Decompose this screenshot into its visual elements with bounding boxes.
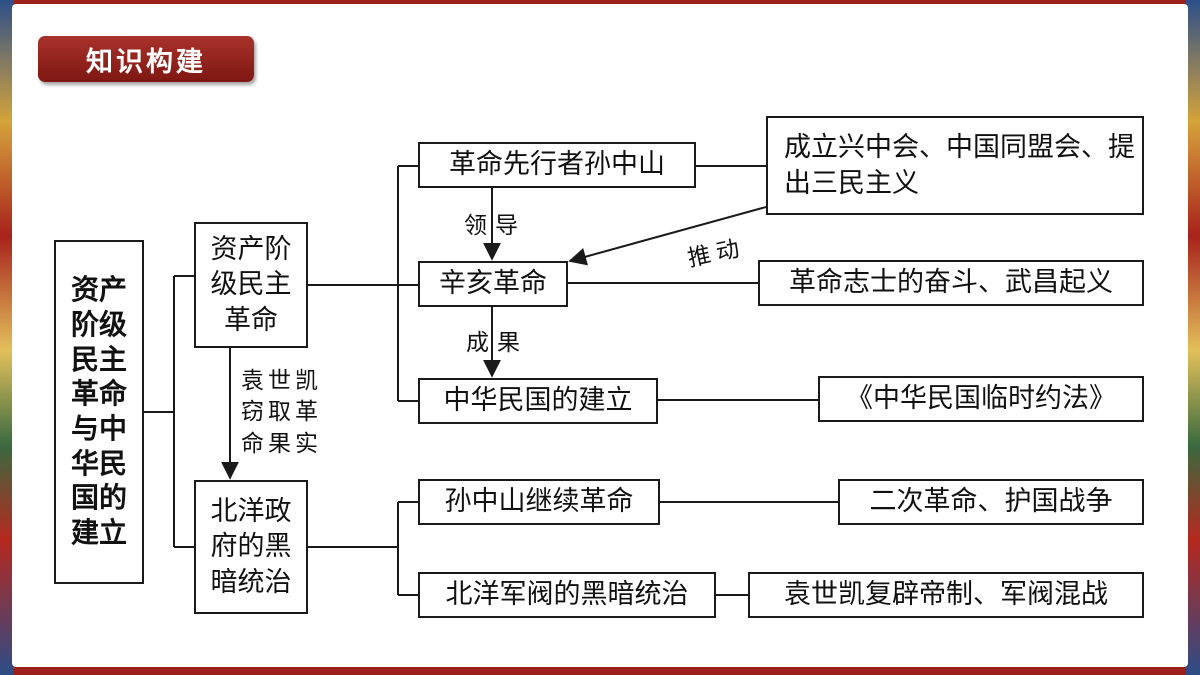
frame-right-strip <box>1186 0 1200 675</box>
edge-label-lead: 领导 <box>464 213 526 239</box>
detail-martyrs: 革命志士的奋斗、武昌起义 <box>758 260 1144 306</box>
detail-constitution: 《中华民国临时约法》 <box>818 376 1144 422</box>
section-title: 知识构建 <box>38 36 254 82</box>
edge-label-yuan: 袁世凯窃取革命果实 <box>241 368 322 457</box>
node-xinhai-revolution: 辛亥革命 <box>418 261 568 307</box>
arrow-push <box>568 206 767 266</box>
root-topic: 资产阶级民主革命与中华民国的建立 <box>54 240 144 584</box>
edge-label-result: 成果 <box>466 330 528 356</box>
node-roc-founding: 中华民国的建立 <box>418 378 658 424</box>
detail-second-revolution: 二次革命、护国战争 <box>838 479 1144 525</box>
node-sun-continues: 孙中山继续革命 <box>418 479 660 525</box>
branch-bourgeois-revolution: 资产阶级民主革命 <box>194 222 308 348</box>
detail-founding: 成立兴中会、中国同盟会、提出三民主义 <box>766 116 1144 215</box>
node-sun-yatsen: 革命先行者孙中山 <box>418 142 696 188</box>
detail-restoration: 袁世凯复辟帝制、军阀混战 <box>748 572 1144 618</box>
branch-beiyang-rule: 北洋政府的黑暗统治 <box>194 480 308 614</box>
node-warlord-rule: 北洋军阀的黑暗统治 <box>418 572 716 618</box>
frame-left-strip <box>0 0 14 675</box>
